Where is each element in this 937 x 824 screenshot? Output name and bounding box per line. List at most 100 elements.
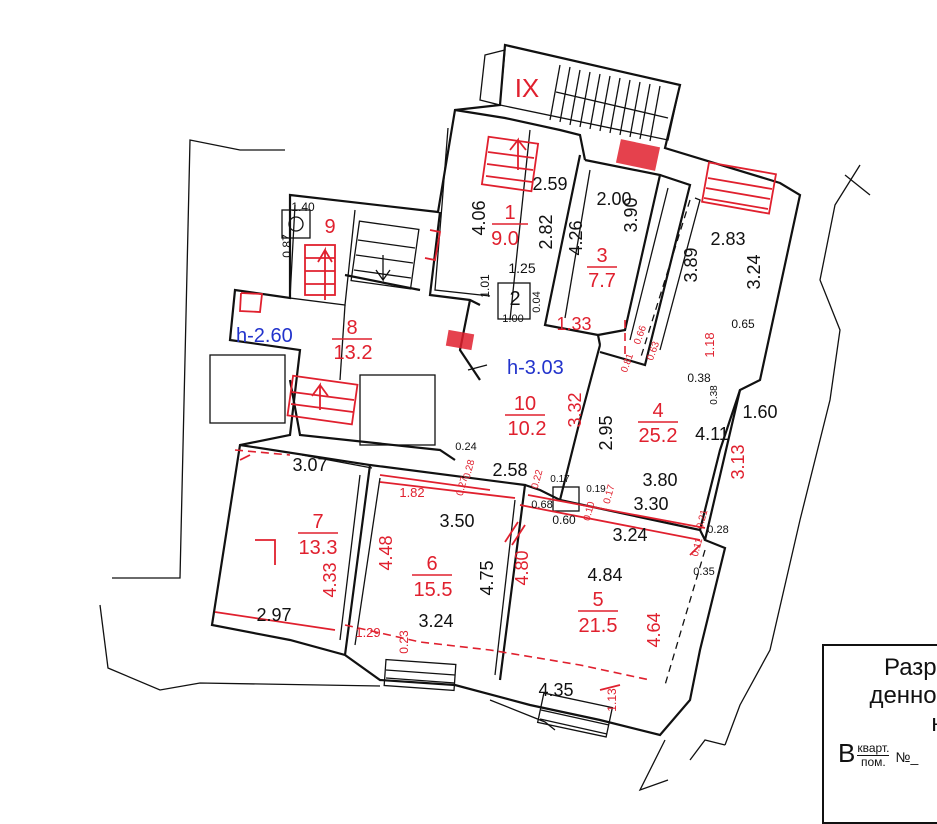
dimension: 1.13 xyxy=(605,688,619,712)
dimension: 2.97 xyxy=(256,605,291,625)
dimension: 0.04 xyxy=(531,291,543,312)
dimension: 4.75 xyxy=(477,560,497,595)
dimension: 3.80 xyxy=(642,470,677,490)
dimension: 0.65 xyxy=(731,317,755,331)
dimension: 0.22 xyxy=(530,468,546,490)
dimension: 1.33 xyxy=(556,314,591,334)
room-labels: 1 9.0 2 3 7.7 4 25.2 5 21.5 6 15.5 7 13.… xyxy=(298,202,678,637)
stair-label: IX xyxy=(515,73,540,103)
height-label-right: h-3.03 xyxy=(507,357,564,379)
room-6-area: 15.5 xyxy=(414,579,453,601)
dimension: 0.24 xyxy=(455,441,476,453)
dimension: 0.21 xyxy=(695,508,711,530)
dimension: 3.32 xyxy=(565,392,585,427)
room-3-number: 3 xyxy=(596,245,607,267)
dimension: 4.26 xyxy=(566,220,586,255)
height-label-left: h-2.60 xyxy=(236,325,293,347)
room-5-area: 21.5 xyxy=(579,615,618,637)
dimension: 1.40 xyxy=(291,200,315,214)
dimension: 2.82 xyxy=(536,214,556,249)
dimension: 3.13 xyxy=(728,444,748,479)
room-6-number: 6 xyxy=(426,553,437,575)
red-lines xyxy=(214,199,706,691)
room-9-number: 9 xyxy=(324,216,335,238)
room-2-number: 2 xyxy=(509,288,520,310)
dimension: 0.38 xyxy=(709,385,720,405)
dimension: 0.38 xyxy=(687,371,711,385)
dimension: 2.83 xyxy=(710,229,745,249)
dimension: 0.81 xyxy=(619,352,636,374)
dimension: 4.64 xyxy=(644,612,664,647)
fraction: кварт.пом. xyxy=(857,740,890,769)
stamp-letter: В xyxy=(838,738,856,768)
dimension: 0.66 xyxy=(632,324,649,346)
room-8-area: 13.2 xyxy=(334,342,373,364)
dimension: 0.23 xyxy=(397,630,411,654)
dimension: 3.24 xyxy=(418,611,453,631)
dimension: 0.10 xyxy=(582,500,598,522)
room-5-number: 5 xyxy=(592,589,603,611)
room-4-number: 4 xyxy=(652,400,663,422)
dimension: 1.25 xyxy=(508,260,535,276)
fraction-top: кварт. xyxy=(857,740,890,756)
stamp-line-2: денное xyxy=(869,682,937,709)
dimension: 4.80 xyxy=(512,550,532,585)
room-4-area: 25.2 xyxy=(639,425,678,447)
stair-ix xyxy=(479,44,681,171)
dimension: 1.60 xyxy=(742,402,777,422)
plan-labels: IX h-2.60 h-3.03 xyxy=(236,73,564,379)
dimension: 4.06 xyxy=(469,200,489,235)
stamp-number-label: №_ xyxy=(895,749,919,765)
steps xyxy=(209,135,777,738)
dimension: 0.17 xyxy=(602,483,618,505)
dimensions-red: 1.33 3.32 1.18 0.66 0.63 0.81 3.13 1.82 … xyxy=(320,314,748,712)
room-10-area: 10.2 xyxy=(508,418,547,440)
dimension: 2.00 xyxy=(596,189,631,209)
room-3-area: 7.7 xyxy=(588,270,616,292)
dimension: 0.27 xyxy=(455,475,471,497)
dimension: 2.59 xyxy=(532,174,567,194)
dimension: 2.95 xyxy=(596,415,616,450)
dimension: 4.48 xyxy=(376,535,396,570)
arrows xyxy=(311,137,527,410)
dimension: 1.01 xyxy=(478,274,492,298)
dimension: 2.58 xyxy=(492,460,527,480)
dimension: 0.68 xyxy=(531,499,552,511)
dimension: 0.19 xyxy=(586,484,606,495)
stamp-line-1: Разре xyxy=(884,654,937,681)
room-8-number: 8 xyxy=(346,317,357,339)
dimension: 3.30 xyxy=(633,494,668,514)
stamp-line-3: не xyxy=(931,710,937,738)
dimension: 1.29 xyxy=(355,625,380,640)
dimension: 3.90 xyxy=(621,197,641,232)
dimension: 4.35 xyxy=(538,680,573,700)
dimension: 0.63 xyxy=(645,340,662,362)
building-walls xyxy=(210,43,802,737)
dimension: 4.84 xyxy=(587,565,622,585)
dimension: 4.33 xyxy=(320,562,340,597)
dimension: 3.24 xyxy=(744,254,764,289)
room-7-area: 13.3 xyxy=(299,537,338,559)
dimension: 1.00 xyxy=(502,313,523,325)
dimension: 0.28 xyxy=(707,524,728,536)
dimension: 0.11 xyxy=(690,536,706,557)
inner-lines xyxy=(301,127,701,676)
room-1-number: 1 xyxy=(504,202,515,224)
dimension: 3.89 xyxy=(681,247,701,282)
dimension: 1.82 xyxy=(399,485,424,500)
dimension: 0.28 xyxy=(462,458,478,480)
dimensions-black: 2.59 4.06 2.82 4.26 2.00 3.90 1.25 1.01 … xyxy=(256,174,777,700)
room-1-area: 9.0 xyxy=(491,228,519,250)
room-7-number: 7 xyxy=(312,511,323,533)
site-outline xyxy=(99,139,871,792)
dimension: 3.50 xyxy=(439,511,474,531)
dimension: 0.35 xyxy=(693,566,714,578)
dimension: 0.17 xyxy=(550,474,570,485)
dimension: 1.18 xyxy=(702,332,717,357)
dimension: 4.11 xyxy=(695,424,729,444)
dimension: 0.60 xyxy=(552,513,576,527)
dimension: 0.87 xyxy=(280,234,294,258)
